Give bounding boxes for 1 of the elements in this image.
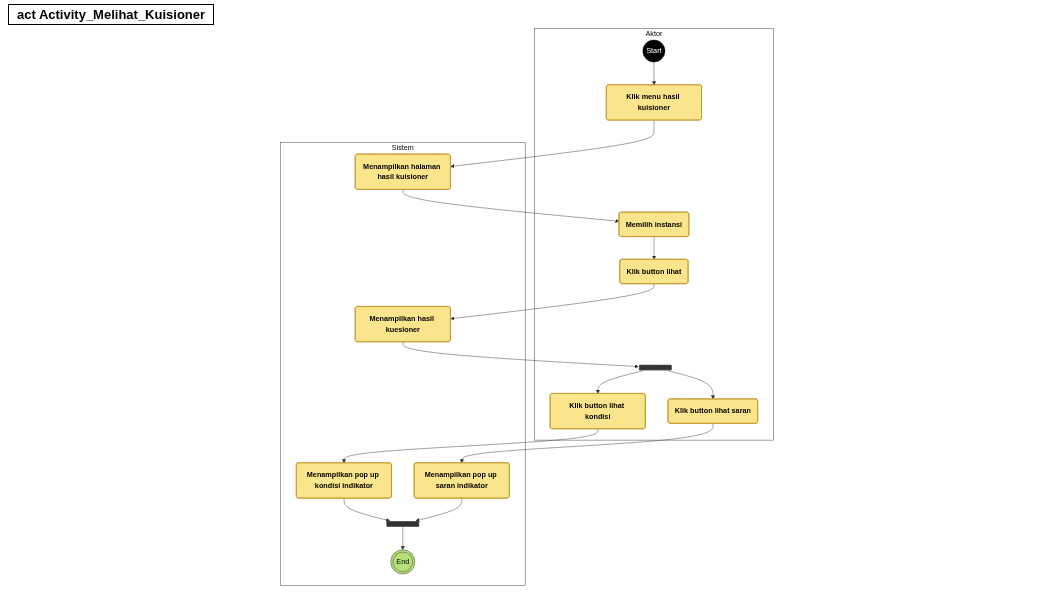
diagram-title: act Activity_Melihat_Kuisioner: [8, 4, 215, 25]
